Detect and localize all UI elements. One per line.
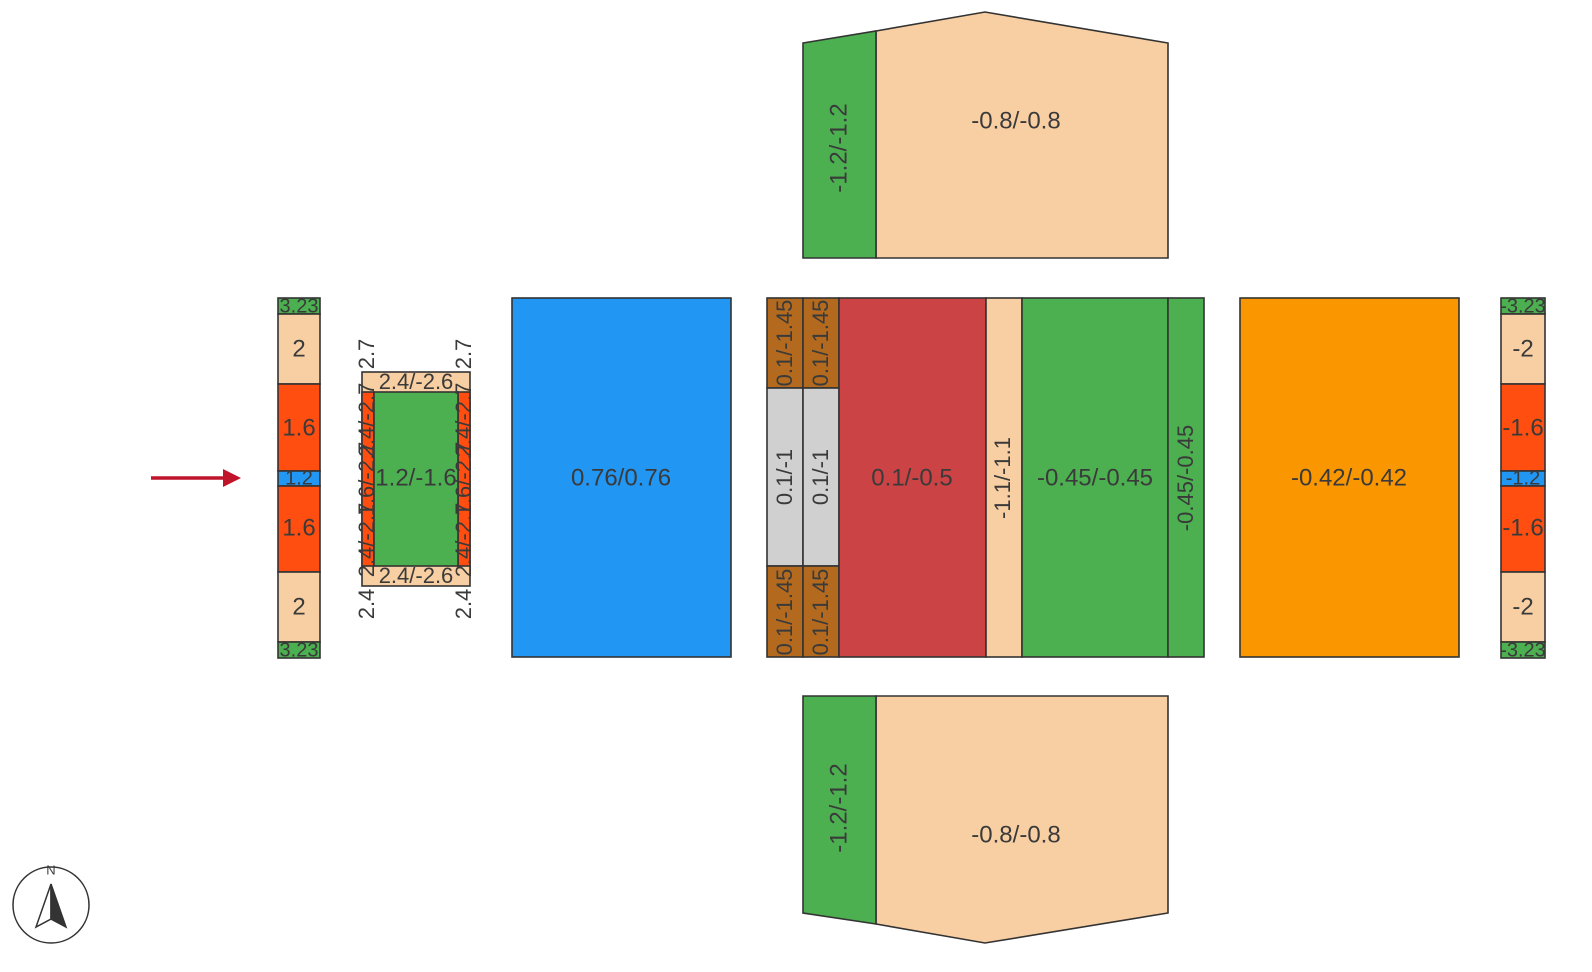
leeward-edge-zone-b-bottom <box>1500 485 1546 573</box>
windward-edge-center-label: 1.2 <box>285 467 313 489</box>
leeward-edge-zone-a-bottom-label: -2 <box>1512 593 1533 620</box>
main-roof-brown-top-2-label: 0.1/-1.45 <box>808 300 833 387</box>
leeward-edge-top-end-label: -3.23 <box>1500 295 1546 317</box>
wind-direction-arrow-icon <box>151 469 241 487</box>
main-roof-green-strip-label: -0.45/-0.45 <box>1173 425 1198 531</box>
windward-edge-top-end-label: 3.23 <box>280 295 319 317</box>
canopy-left-corner-top-label: 2.7 <box>354 339 379 370</box>
windward-wall-panel: 0.76/0.76 <box>511 297 732 658</box>
leeward-edge-center-label: -1.2 <box>1506 467 1540 489</box>
canopy-top-strip-label: 2.4/-2.6 <box>379 369 454 394</box>
canopy-right-corner-bottom-label: 2.4 <box>451 589 476 620</box>
main-roof-brown-top-1-label: 0.1/-1.45 <box>772 300 797 387</box>
leeward-edge-zone-a-top-label: -2 <box>1512 335 1533 362</box>
leeward-edge-zone-b-top <box>1500 383 1546 472</box>
roof-bottom-right-zone <box>875 695 1169 944</box>
roof-bottom-right-label: -0.8/-0.8 <box>971 821 1060 848</box>
canopy-panel: 2.4/-2.6 2.4/-2.6 1.2/-1.6 2.7 2.4/-2.7 … <box>354 339 476 620</box>
roof-bottom-panel: -1.2/-1.2 -0.8/-0.8 <box>802 695 1169 944</box>
windward-edge-zone-a-bottom-label: 2 <box>292 593 305 620</box>
main-roof-grey-1-label: 0.1/-1 <box>772 449 797 505</box>
windward-edge-zone-a-top-label: 2 <box>292 335 305 362</box>
roof-top-panel: -1.2/-1.2 -0.8/-0.8 <box>802 11 1169 259</box>
north-compass-icon: N <box>12 862 90 944</box>
windward-edge-zone-b-top-label: 1.6 <box>282 414 315 441</box>
windward-edge-bottom-end-label: 3.23 <box>280 639 319 661</box>
main-roof-brown-top-2 <box>802 297 840 389</box>
windward-edge-zone-b-top <box>277 383 321 472</box>
leeward-edge-zone-b-top-label: -1.6 <box>1502 414 1543 441</box>
canopy-right-upper-label: 2.4/-2.7 <box>451 383 476 458</box>
canopy-bottom-strip-label: 2.4/-2.6 <box>379 563 454 588</box>
windward-wall-zone <box>511 297 732 658</box>
leeward-edge-zone-b-bottom-label: -1.6 <box>1502 514 1543 541</box>
canopy-right-corner-top-label: 2.7 <box>451 339 476 370</box>
main-roof-green-label: -0.45/-0.45 <box>1037 464 1153 491</box>
roof-top-right-zone <box>875 11 1169 259</box>
leeward-edge-strip: -3.23 -2 -1.6 -1.2 -1.6 -2 -3.23 <box>1500 295 1546 661</box>
canopy-right-mid-label: 1.6/-2.7 <box>451 442 476 517</box>
main-roof-red-label: 0.1/-0.5 <box>871 464 952 491</box>
windward-edge-zone-b-bottom-label: 1.6 <box>282 514 315 541</box>
compass-needle-right <box>50 883 68 929</box>
canopy-left-upper-label: 2.4/-2.7 <box>354 383 379 458</box>
leeward-edge-bottom-end-label: -3.23 <box>1500 639 1546 661</box>
wind-arrow-head <box>223 469 241 487</box>
canopy-center-label: 1.2/-1.6 <box>375 464 456 491</box>
leeward-wall-panel: -0.42/-0.42 <box>1239 297 1460 658</box>
main-roof-red-zone <box>838 297 987 658</box>
main-roof-peach-label: -1.1/-1.1 <box>990 437 1015 519</box>
main-roof-peach-strip <box>985 297 1023 658</box>
main-roof-grey-1 <box>766 387 804 567</box>
main-roof-green-strip <box>1167 297 1205 658</box>
roof-top-left-zone <box>802 30 877 259</box>
windward-edge-strip: 3.23 2 1.6 1.2 1.6 2 3.23 <box>277 295 321 661</box>
main-roof-grey-2-label: 0.1/-1 <box>808 449 833 505</box>
main-roof-brown-top-1 <box>766 297 804 389</box>
leeward-wall-label: -0.42/-0.42 <box>1291 464 1407 491</box>
canopy-left-corner-bottom-label: 2.4 <box>354 589 379 620</box>
main-roof-grey-2 <box>802 387 840 567</box>
main-roof-brown-bottom-2-label: 0.1/-1.45 <box>808 569 833 656</box>
roof-top-right-label: -0.8/-0.8 <box>971 107 1060 134</box>
leeward-edge-zone-a-bottom <box>1500 571 1546 643</box>
windward-edge-zone-a-bottom <box>277 571 321 643</box>
leeward-edge-bottom-end <box>1500 641 1546 659</box>
main-roof-green-zone <box>1021 297 1169 658</box>
canopy-center-zone <box>373 391 459 567</box>
compass-north-label: N <box>46 862 55 877</box>
roof-bottom-left-label: -1.2/-1.2 <box>825 763 852 852</box>
main-roof-brown-bottom-1-label: 0.1/-1.45 <box>772 569 797 656</box>
canopy-left-lower-label: 2.4/-2.7 <box>354 503 379 578</box>
windward-edge-bottom-end <box>277 641 321 659</box>
roof-top-left-label: -1.2/-1.2 <box>825 103 852 192</box>
canopy-left-mid-label: 1.6/-2.7 <box>354 442 379 517</box>
roof-bottom-left-zone <box>802 695 877 925</box>
main-roof-panel: 0.1/-1.45 0.1/-1.45 0.1/-1 0.1/-1 0.1/-1… <box>766 297 1205 658</box>
main-roof-brown-bottom-1 <box>766 565 804 658</box>
windward-wall-label: 0.76/0.76 <box>571 464 671 491</box>
leeward-wall-zone <box>1239 297 1460 658</box>
canopy-right-lower-label: 2.4/-2.7 <box>451 503 476 578</box>
